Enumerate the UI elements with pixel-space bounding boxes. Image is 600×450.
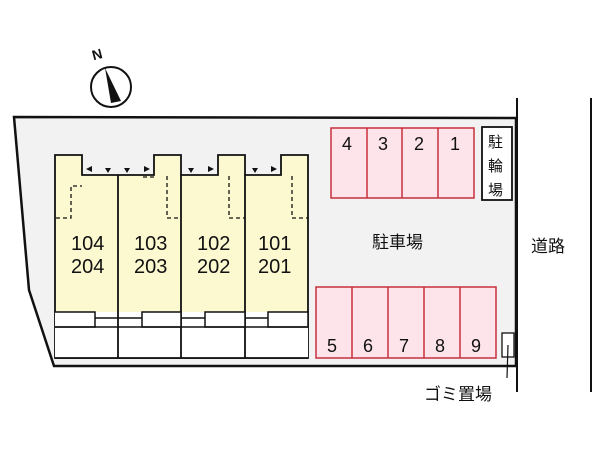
parking-slot-2: 2 [414,134,424,154]
bicycle-parking-box [481,126,513,201]
unit-104-label: 104 [71,233,104,255]
parking-slot-8: 8 [435,336,445,356]
parking-slot-9: 9 [471,336,481,356]
unit-103-label: 103 [134,233,167,255]
parking-slot-6: 6 [363,336,373,356]
parking-row-top [330,127,475,199]
parking-slot-4: 4 [342,134,352,154]
garbage-area-label: ゴミ置場 [424,384,492,405]
garbage-leader-line [506,344,509,379]
parking-slot-1: 1 [450,134,460,154]
parking-slot-3: 3 [378,134,388,154]
unit-102-label: 102 [197,233,230,255]
parking-row-bottom [315,286,497,359]
parking-slot-5: 5 [327,336,337,356]
compass-label: N [90,45,104,63]
north-arrow-icon: N [90,45,132,108]
unit-204-label: 204 [71,256,104,278]
bicycle-parking-char-2: 輪 [488,157,503,175]
bicycle-parking-char-3: 場 [488,181,503,199]
unit-101-label: 101 [258,233,291,255]
unit-203-label: 203 [134,256,167,278]
road-label: 道路 [531,237,565,257]
unit-201-label: 201 [258,256,291,278]
parking-slot-7: 7 [399,336,409,356]
parking-area-label: 駐車場 [372,233,423,253]
apartment-building [54,154,309,359]
unit-202-label: 202 [197,256,230,278]
bicycle-parking-char-1: 駐 [488,133,503,151]
